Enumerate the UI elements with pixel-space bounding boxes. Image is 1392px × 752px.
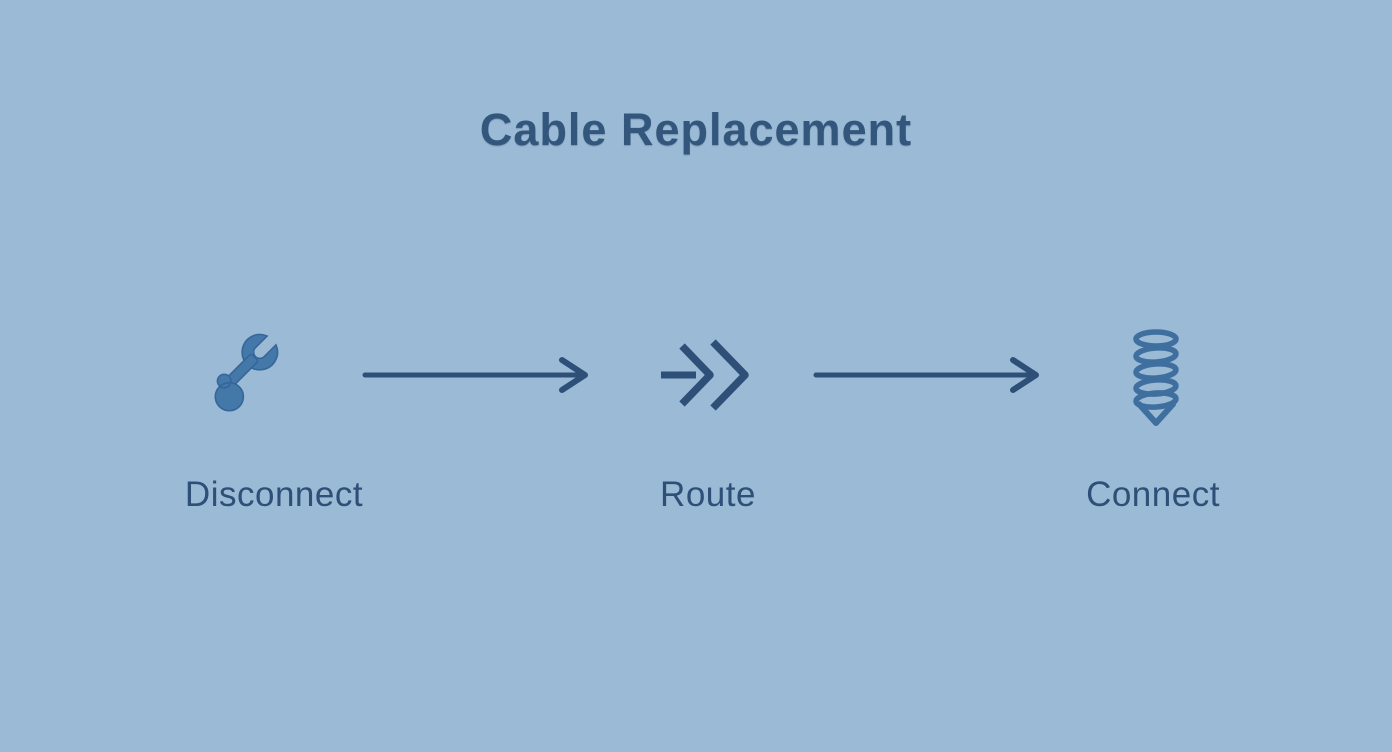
screw-icon <box>1133 329 1179 426</box>
page-title: Cable Replacement <box>479 104 913 155</box>
route-chevrons-icon <box>661 339 749 411</box>
wrench-icon <box>214 333 279 412</box>
step-label-connect: Connect <box>1086 475 1220 514</box>
arrow-right-icon <box>362 357 588 393</box>
arrow-right-icon <box>813 357 1039 393</box>
step-label-disconnect: Disconnect <box>184 475 364 514</box>
step-label-route: Route <box>660 475 756 514</box>
